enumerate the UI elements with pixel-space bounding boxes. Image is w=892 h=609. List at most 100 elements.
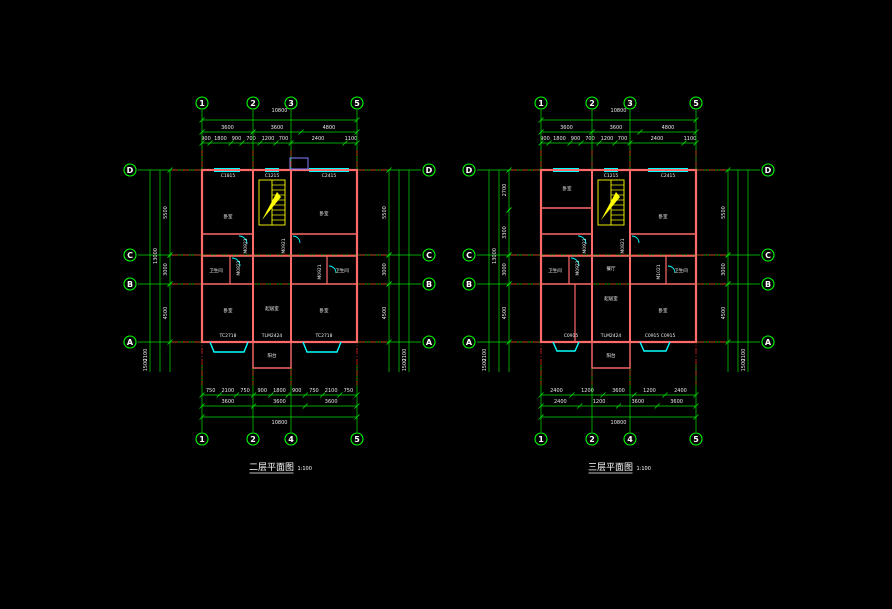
dimension-tick [631,392,637,398]
top-axis-bubble: 1 [538,99,544,108]
bottom-axis-bubble-circle [689,432,703,446]
dimension-tick [302,392,309,398]
dimension-tick [207,140,213,146]
dimension-tick [569,392,575,398]
room-label: 卧室 [563,185,572,192]
bottom-axis-bubble: 2 [589,435,595,444]
row-axis-bubble-left: C [466,251,472,260]
room-label: 卧室 [224,307,233,314]
side-bottom-dimension: 1500 [143,359,149,372]
bay-window-left [209,341,249,353]
row-axis-bubble-left: A [127,338,134,347]
right-dimension: 3000 [721,263,727,276]
row-axis-bubble-left-circle [123,277,137,291]
top-detail-dimension: 1100 [684,136,697,142]
window-label: TC2718 [218,333,236,339]
plan-scale: 1:100 [637,466,651,472]
room-label: 阳台 [268,352,277,359]
left-dimension: 3000 [163,263,169,276]
bottom-mid-dimension: 3600 [670,399,683,405]
stair-arrow-icon [601,192,620,220]
bottom-axis-bubble-circle [195,432,209,446]
row-axis-bubble-left-circle [462,163,476,177]
room-label: 卧室 [659,307,668,314]
roof-vent-icon [289,157,309,170]
plan-title: 二层平面图 [249,462,294,473]
row-axis-bubble-right: B [426,280,432,289]
top-axis-bubble-circle [284,96,298,110]
row-axis-bubble-right-circle [761,163,775,177]
top-mid-dimension: 4800 [323,125,336,131]
plan-scale: 1:100 [298,466,312,472]
bottom-overall-dimension: 10800 [611,420,627,426]
window-label: C1215 [604,173,619,179]
plan-title: 三层平面图 [588,462,633,473]
door-swing-icon [238,235,248,245]
dimension-tick [167,252,173,258]
side-bottom-dimension: 1500 [402,359,408,372]
side-bottom-dimension: 2100 [402,349,408,362]
bottom-mid-dimension: 1200 [593,399,606,405]
dimension-tick [386,281,392,287]
dimension-tick [615,403,622,409]
door-label: M0821 [620,238,626,253]
door-label: M1021 [656,264,662,279]
bottom-detail-dimension: 1200 [643,388,656,394]
top-detail-dimension: 900 [571,136,581,142]
window-label: TC2718 [314,333,332,339]
dimension-tick [273,140,279,146]
dimension-tick [612,140,618,146]
door-swing-icon [667,265,676,274]
row-axis-bubble-left: A [466,338,473,347]
row-axis-bubble-left-circle [123,248,137,262]
top-mid-dimension: 3600 [221,125,234,131]
side-bottom-dimension: 2100 [482,349,488,362]
bottom-detail-dimension: 750 [344,388,354,394]
row-axis-bubble-left: B [466,280,472,289]
dimension-tick [167,281,173,287]
row-axis-bubble-right: C [426,251,432,260]
dimension-tick [336,392,343,398]
dimension-tick [662,392,668,398]
top-detail-dimension: 2400 [312,136,325,142]
room-label: 卧室 [659,213,668,220]
side-bottom-dimension: 1500 [741,359,747,372]
room-label: 卧室 [320,307,329,314]
dimension-tick [386,252,392,258]
door-label: M0921 [243,238,249,253]
room-label: 卫生间 [674,267,688,274]
dimension-tick [506,252,512,258]
top-axis-bubble-circle [195,96,209,110]
left-dimension: 4500 [163,307,169,320]
bottom-axis-bubble: 1 [538,435,544,444]
balcony-wall [591,341,631,369]
stair-arrow-icon [262,192,281,220]
row-axis-bubble-right-circle [761,335,775,349]
window-label: C0915 [564,333,579,339]
top-detail-dimension: 900 [201,136,211,142]
dimension-tick [167,167,173,173]
left-total-dimension: 13000 [153,248,159,264]
door-label: M0821 [236,260,242,275]
bottom-axis-bubble-circle [585,432,599,446]
dimension-tick [725,339,731,345]
top-axis-bubble-circle [585,96,599,110]
room-label: 阳台 [607,352,616,359]
top-mid-dimension: 4800 [662,125,675,131]
dimension-tick [342,140,348,146]
bottom-axis-bubble-circle [350,432,364,446]
door-label: M0921 [582,238,588,253]
bottom-axis-bubble: 1 [199,435,205,444]
left-dimension: 5500 [163,206,169,219]
top-detail-dimension: 900 [232,136,242,142]
bottom-axis-bubble-circle [623,432,637,446]
bottom-overall-dimension: 10800 [272,420,288,426]
dimension-tick [233,392,240,398]
bottom-axis-bubble: 4 [288,435,294,444]
top-axis-bubble: 5 [354,99,360,108]
room-label: 卧室 [224,213,233,220]
top-detail-dimension: 1200 [601,136,614,142]
